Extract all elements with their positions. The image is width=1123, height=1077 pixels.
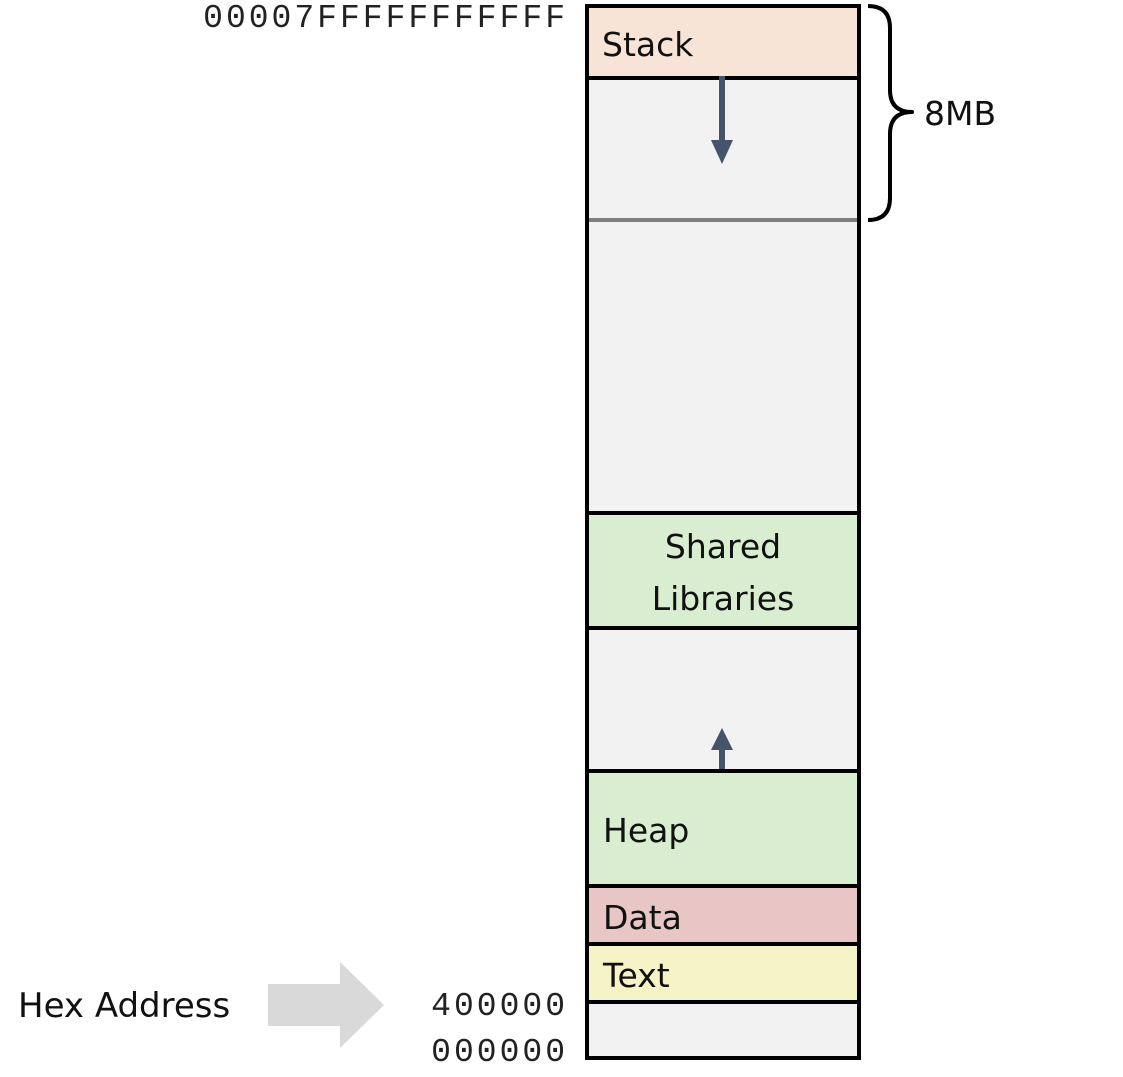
shared-libraries-segment: Shared Libraries (585, 511, 861, 630)
stack-label: Stack (602, 25, 694, 64)
stack-segment: Stack (585, 4, 861, 80)
address-text-start: 400000 (431, 988, 568, 1025)
data-label: Data (603, 898, 682, 937)
shared-libraries-label-line2: Libraries (651, 579, 795, 618)
address-top: 00007FFFFFFFFFFF (203, 0, 568, 37)
shared-libraries-label-line1: Shared (664, 527, 782, 566)
arrow-right-icon (268, 962, 384, 1048)
text-label: Text (603, 956, 670, 995)
stack-limit-line (589, 218, 857, 222)
heap-segment: Heap (585, 769, 861, 888)
text-segment: Text (585, 942, 861, 1004)
address-bottom: 000000 (431, 1034, 568, 1071)
heap-label: Heap (603, 811, 690, 850)
arrow-up-icon (711, 728, 733, 774)
data-segment: Data (585, 884, 861, 946)
hex-address-label: Hex Address (18, 986, 231, 1026)
stack-limit-label: 8MB (924, 94, 997, 133)
curly-brace-icon (867, 4, 914, 222)
arrow-down-icon (711, 76, 733, 164)
